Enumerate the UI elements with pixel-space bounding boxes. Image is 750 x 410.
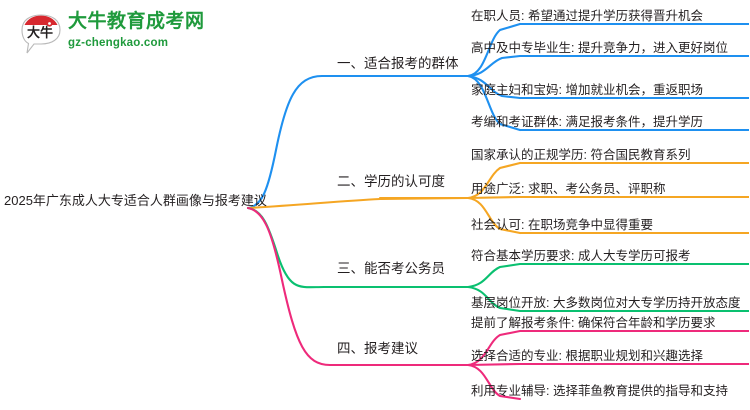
fan-2-leaf-1: [466, 161, 522, 200]
fan-4-leaf-1: [466, 329, 522, 367]
logo-site-name: 大牛教育成考网: [68, 11, 205, 32]
trunk-branch-1: [246, 74, 470, 210]
leaf-label-4-1[interactable]: 提前了解报考条件: 确保符合年龄和学历要求: [471, 316, 716, 330]
site-logo: 大牛 大牛教育成考网 gz-chengkao.com: [12, 8, 222, 60]
branch-label-1[interactable]: 一、适合报考的群体: [337, 56, 459, 71]
fan-4-leaf-3: [466, 363, 522, 401]
leaf-label-3-2[interactable]: 基层岗位开放: 大多数岗位对大专学历持开放态度: [471, 296, 741, 310]
leaf-label-1-2[interactable]: 高中及中专毕业生: 提升竞争力，进入更好岗位: [471, 41, 728, 55]
fan-3-leaf-2: [466, 285, 522, 313]
fan-1-leaf-2: [466, 54, 522, 78]
branch-label-4[interactable]: 四、报考建议: [337, 341, 418, 356]
logo-text-block: 大牛教育成考网 gz-chengkao.com: [68, 11, 218, 51]
logo-site-url: gz-chengkao.com: [68, 37, 169, 49]
fan-2-leaf-2: [466, 195, 522, 200]
trunk-branch-4: [246, 206, 470, 367]
svg-text:大牛: 大牛: [27, 25, 53, 40]
fan-4-leaf-2: [466, 362, 522, 367]
branch-label-3[interactable]: 三、能否考公务员: [337, 261, 445, 276]
fan-2-leaf-3: [466, 196, 522, 235]
trunk-branch-2: [246, 196, 470, 210]
leaf-label-3-1[interactable]: 符合基本学历要求: 成人大专学历可报考: [471, 249, 691, 263]
mindmap-root-title: 2025年广东成人大专适合人群画像与报考建议: [4, 193, 267, 208]
leaf-label-1-4[interactable]: 考编和考证群体: 满足报考条件，提升学历: [471, 115, 703, 129]
daniu-bull-logo-icon: 大牛: [21, 14, 61, 54]
leaf-label-4-2[interactable]: 选择合适的专业: 根据职业规划和兴趣选择: [471, 349, 703, 363]
leaf-label-2-1[interactable]: 国家承认的正规学历: 符合国民教育系列: [471, 148, 691, 162]
leaf-label-4-3[interactable]: 利用专业辅导: 选择菲鱼教育提供的指导和支持: [471, 384, 728, 398]
leaf-label-2-2[interactable]: 用途广泛: 求职、考公务员、评职称: [471, 182, 666, 196]
fan-3-leaf-1: [466, 262, 522, 289]
fan-1-leaf-4: [466, 74, 522, 132]
branch-label-2[interactable]: 二、学历的认可度: [337, 174, 445, 189]
leaf-label-1-3[interactable]: 家庭主妇和宝妈: 增加就业机会，重返职场: [471, 83, 703, 97]
leaf-label-2-3[interactable]: 社会认可: 在职场竞争中显得重要: [471, 218, 653, 232]
leaf-label-1-1[interactable]: 在职人员: 希望通过提升学历获得晋升机会: [471, 9, 703, 23]
